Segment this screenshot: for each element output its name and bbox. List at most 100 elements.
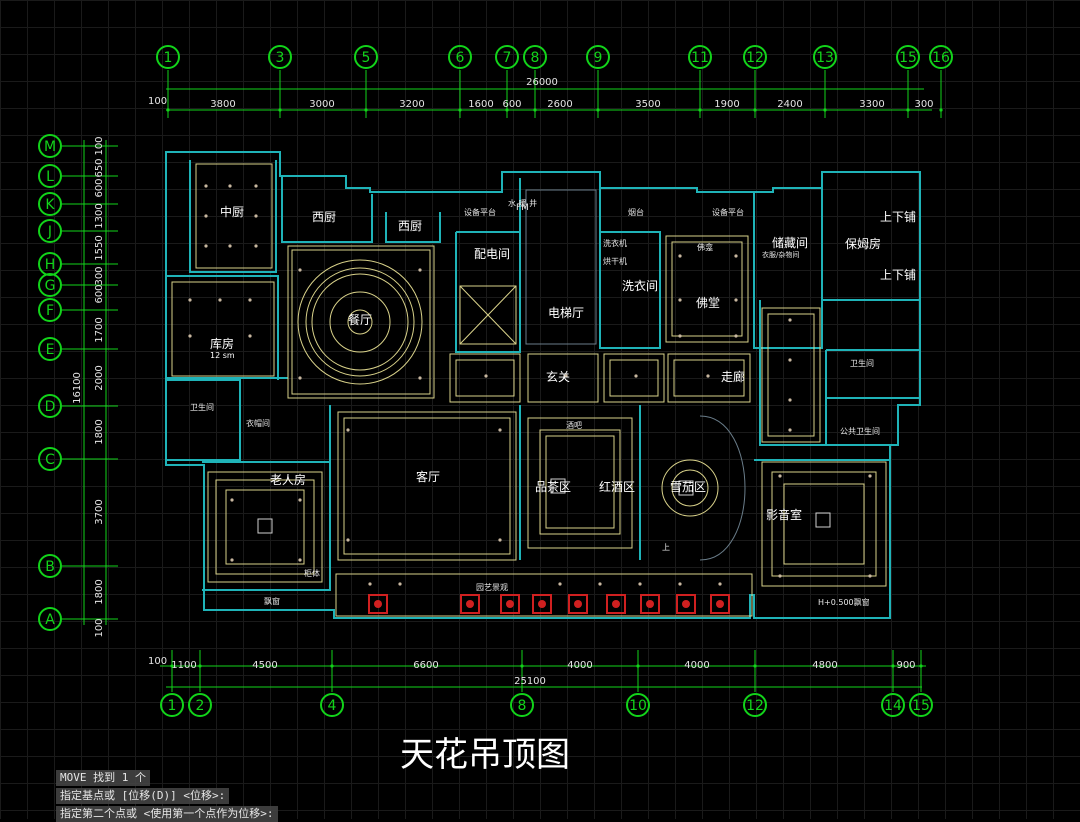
- light-fixture-dot: [788, 428, 792, 432]
- planter-row: [368, 594, 730, 614]
- light-fixture-dot: [498, 538, 502, 542]
- dim-tick-bottom: [170, 664, 174, 668]
- room-name: 西厨: [398, 219, 422, 233]
- light-fixture-dot: [228, 244, 232, 248]
- dim-top-segment: 3200: [399, 99, 424, 110]
- light-fixture-dot: [598, 582, 602, 586]
- axis-bubble-bottom: [626, 693, 650, 717]
- dim-tick-top: [698, 108, 702, 112]
- axis-bubble-bottom: [743, 693, 767, 717]
- dim-bottom-segment: 4000: [684, 660, 709, 671]
- planter-plant: [646, 600, 654, 608]
- interior-wall: [599, 188, 661, 349]
- light-fixture-dot: [230, 558, 234, 562]
- axis-label-bottom: 15: [912, 698, 930, 714]
- axis-bubble-left: [38, 337, 62, 361]
- room-name: 洗衣间: [622, 278, 658, 293]
- command-prompt-line[interactable]: 指定第二个点或 <使用第一个点作为位移>:: [56, 806, 278, 822]
- dim-left-segment: 2000: [94, 365, 105, 390]
- dim-top-segment: 3800: [210, 99, 235, 110]
- room-name: 上下铺: [880, 268, 916, 282]
- ceiling-fixture-square: [678, 480, 694, 496]
- axis-label-left: C: [45, 452, 55, 468]
- dim-left-segment: 1800: [94, 419, 105, 444]
- light-fixture-dot: [778, 574, 782, 578]
- light-fixture-dot: [204, 244, 208, 248]
- dim-tick-bottom: [520, 664, 524, 668]
- axis-bubble-left: [38, 134, 62, 158]
- axis-bubble-left: [38, 298, 62, 322]
- garden-label: 园艺景观: [476, 583, 508, 592]
- light-fixture-dot: [778, 474, 782, 478]
- axis-label-top: 11: [691, 50, 709, 66]
- storage-note: 衣服/杂物间: [762, 250, 799, 259]
- axis-label-top: 6: [456, 50, 465, 66]
- dim-tick-top: [939, 108, 943, 112]
- dim-tick-top: [823, 108, 827, 112]
- room-name: 影音室: [766, 507, 802, 522]
- bar-label: 酒吧: [566, 421, 582, 430]
- axis-label-bottom: 4: [328, 698, 337, 714]
- planter-plant: [506, 600, 514, 608]
- room-name: 上下铺: [880, 210, 916, 224]
- dim-left-segment: 600: [94, 178, 105, 197]
- planter-plant: [716, 600, 724, 608]
- fm-label: FM: [516, 203, 529, 213]
- light-fixture-dot: [734, 334, 738, 338]
- axis-bubble-left: [38, 192, 62, 216]
- room-name: 走廊: [721, 369, 745, 384]
- axis-bubble-top: [813, 45, 837, 69]
- light-fixture-dot: [248, 334, 252, 338]
- light-fixture-dot: [638, 582, 642, 586]
- axis-bubble-top: [929, 45, 953, 69]
- light-fixture-dot: [230, 498, 234, 502]
- axis-bubble-top: [495, 45, 519, 69]
- dim-tick-top: [364, 108, 368, 112]
- light-fixture-dot: [788, 398, 792, 402]
- dim-top-segment: 3500: [635, 99, 660, 110]
- bath-label-2: 卫生间: [850, 358, 874, 368]
- washer-label: 洗衣机: [603, 238, 627, 248]
- interior-wall: [759, 300, 827, 446]
- closet-label: 衣帽间: [246, 418, 270, 428]
- light-fixture-dot: [254, 184, 258, 188]
- dryer-label: 烘干机: [603, 256, 627, 266]
- dim-left-segment: 650: [94, 158, 105, 177]
- dim-top-segment: 600: [502, 99, 521, 110]
- light-fixture-dot: [734, 254, 738, 258]
- dim-left-segment: 300: [94, 266, 105, 285]
- room-name: 中厨: [220, 204, 244, 219]
- room-name: 库房: [210, 336, 234, 351]
- axis-bubble-top: [688, 45, 712, 69]
- dim-bottom-segment: 1100: [171, 660, 196, 671]
- dim-top-segment: 2400: [777, 99, 802, 110]
- light-fixture-dot: [346, 538, 350, 542]
- axis-label-left: J: [47, 224, 52, 240]
- planter-plant: [612, 600, 620, 608]
- axis-bubble-top: [586, 45, 610, 69]
- light-fixture-dot: [248, 298, 252, 302]
- axis-label-left: D: [45, 399, 56, 415]
- dim-bottom-segment: 900: [896, 660, 915, 671]
- planter-box: [460, 594, 480, 614]
- dim-top-total: 26000: [526, 77, 558, 88]
- dim-tick-bottom: [636, 664, 640, 668]
- cabinet-label: 柜体: [304, 568, 320, 578]
- light-fixture-dot: [706, 374, 710, 378]
- light-fixture-dot: [418, 376, 422, 380]
- light-fixture-dot: [298, 376, 302, 380]
- smoke-label: 烟台: [628, 207, 644, 217]
- water-label: 水 暖 井: [508, 198, 537, 208]
- dim-tick-top: [166, 108, 170, 112]
- ceiling-fixture-square: [257, 518, 273, 534]
- axis-bubble-top: [523, 45, 547, 69]
- interior-wall: [166, 379, 241, 461]
- axis-label-top: 8: [531, 50, 540, 66]
- room-name: 佛堂: [696, 296, 720, 310]
- dim-left-segment: 100: [94, 618, 105, 637]
- dim-top-segment: 1900: [714, 99, 739, 110]
- equip-label-1: 设备平台: [464, 207, 496, 217]
- axis-label-left: G: [45, 278, 56, 294]
- axis-label-top: 5: [362, 50, 371, 66]
